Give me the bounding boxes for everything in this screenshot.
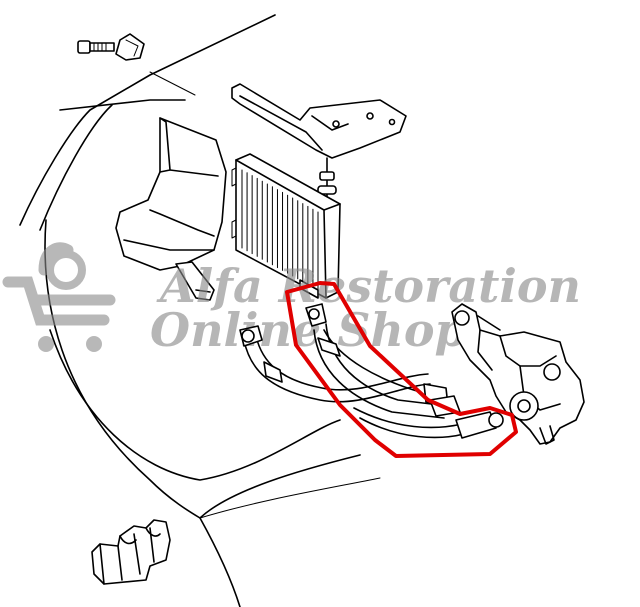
- watermark: Alfa Restoration Online Shop: [2, 242, 581, 357]
- air-duct: [115, 117, 227, 301]
- bolt-and-nut: [77, 33, 145, 61]
- oil-cooler: [231, 153, 341, 299]
- highlight-outline: [285, 281, 518, 458]
- car-body-outline: [19, 14, 381, 607]
- cart-logo-icon: [2, 242, 116, 352]
- mounting-bracket: [231, 83, 407, 159]
- oil-filter-housing: [451, 303, 585, 445]
- plastic-clip: [91, 519, 171, 585]
- watermark-line1: Alfa Restoration: [156, 259, 581, 313]
